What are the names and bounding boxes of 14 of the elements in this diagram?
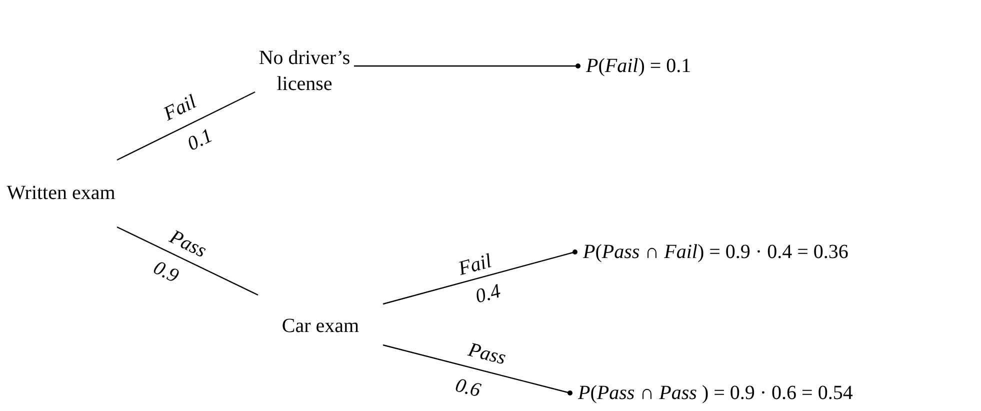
branch-line [382,344,572,396]
stage-label: Written exam [6,180,116,206]
probability-label: 0.6 [453,375,483,401]
probability-label: 0.4 [473,281,503,307]
probability-result: P(Pass ∩ Pass ) = 0.9 · 0.6 = 0.54 [578,381,853,406]
branch-line [354,64,580,68]
branch-line [116,91,256,161]
probability-result: P(Pass ∩ Fail) = 0.9 · 0.4 = 0.36 [583,240,848,265]
stage-label: No driver’s license [258,46,352,97]
probability-result: P(Fail) = 0.1 [586,54,692,79]
probability-label: 0.1 [184,126,216,154]
stage-label: Car exam [282,314,360,339]
branch-line [382,250,578,305]
branch-line [116,226,258,296]
